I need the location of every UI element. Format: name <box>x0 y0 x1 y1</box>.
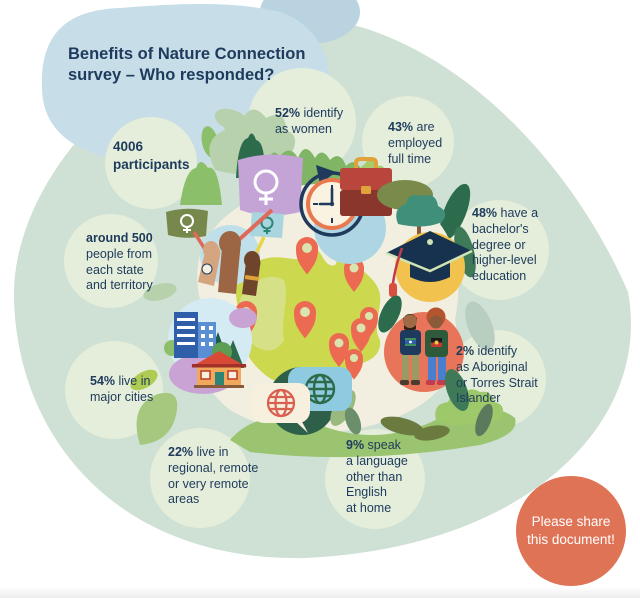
page-bottom-edge <box>0 586 640 598</box>
globe-icon <box>266 388 296 418</box>
speech-bubbles-group <box>252 367 362 435</box>
stat-indigenous: 2% identify as Aboriginal or Torres Stra… <box>456 344 538 407</box>
stat-regional: 22% live in regional, remote or very rem… <box>168 445 258 508</box>
stat-employed: 43% are employed full time <box>388 120 442 167</box>
female-symbol-icon <box>260 216 274 234</box>
female-flag-purple <box>238 154 303 216</box>
regional-circle <box>150 428 250 528</box>
stat-women: 52% identify as women <box>275 106 343 138</box>
person-woman <box>425 307 448 385</box>
foliage-left <box>130 283 178 445</box>
stat-women-label: identify as women <box>275 106 344 136</box>
speech-bubble-cream <box>252 383 310 433</box>
share-document-badge: Please share this document! <box>516 476 626 586</box>
stat-education-label: have a bachelor's degree or higher-level… <box>472 206 539 283</box>
stat-indigenous-label: identify as Aboriginal or Torres Strait … <box>456 344 538 406</box>
stat-states-value: around 500 <box>86 231 153 245</box>
stat-employed-label: are employed full time <box>388 120 443 166</box>
stat-regional-label: live in regional, remote or very remote … <box>168 445 259 507</box>
raised-fist-icon <box>242 251 261 296</box>
stat-language-label: speak a language other than English at h… <box>346 438 408 515</box>
city-house-group <box>164 298 257 394</box>
stat-indigenous-value: 2% <box>456 344 475 358</box>
graduation-cap-group <box>385 231 473 302</box>
stat-education: 48% have a bachelor's degree or higher-l… <box>472 206 538 285</box>
stat-states: around 500 people from each state and te… <box>86 231 153 294</box>
trees-icon <box>377 180 446 238</box>
stat-education-value: 48% <box>472 206 498 220</box>
aboriginal-flag-patch <box>431 338 442 347</box>
house-icon <box>191 351 247 388</box>
aboriginal-torres-strait-people <box>378 295 470 411</box>
stat-cities-label: live in major cities <box>90 374 154 404</box>
states-circle <box>64 214 158 308</box>
participants-circle <box>105 117 197 209</box>
stat-cities: 54% live in major cities <box>90 374 153 406</box>
participants-count: 4006 participants <box>113 139 190 173</box>
female-symbol-icon <box>253 169 279 205</box>
torres-strait-flag-patch <box>405 338 416 346</box>
raised-fist-icon <box>218 231 241 294</box>
female-symbol-icon <box>180 214 194 233</box>
employed-circle <box>362 96 454 188</box>
raised-fist-icon <box>198 241 221 286</box>
stat-women-value: 52% <box>275 106 301 120</box>
stat-states-label: people from each state and territory <box>86 246 153 293</box>
female-flag-olive <box>166 208 208 238</box>
female-flag-blue <box>250 212 284 238</box>
city-buildings-icon <box>164 312 232 362</box>
women-flags-group <box>166 154 303 296</box>
stat-employed-value: 43% <box>388 120 414 134</box>
person-man <box>400 314 421 385</box>
stat-language: 9% speak a language other than English a… <box>346 438 408 517</box>
page-title: Benefits of Nature Connection survey – W… <box>68 45 306 85</box>
education-circle <box>449 200 549 300</box>
stat-regional-value: 22% <box>168 445 194 459</box>
stat-cities-value: 54% <box>90 374 116 388</box>
stat-language-value: 9% <box>346 438 365 452</box>
graduation-cap-icon <box>385 231 473 297</box>
